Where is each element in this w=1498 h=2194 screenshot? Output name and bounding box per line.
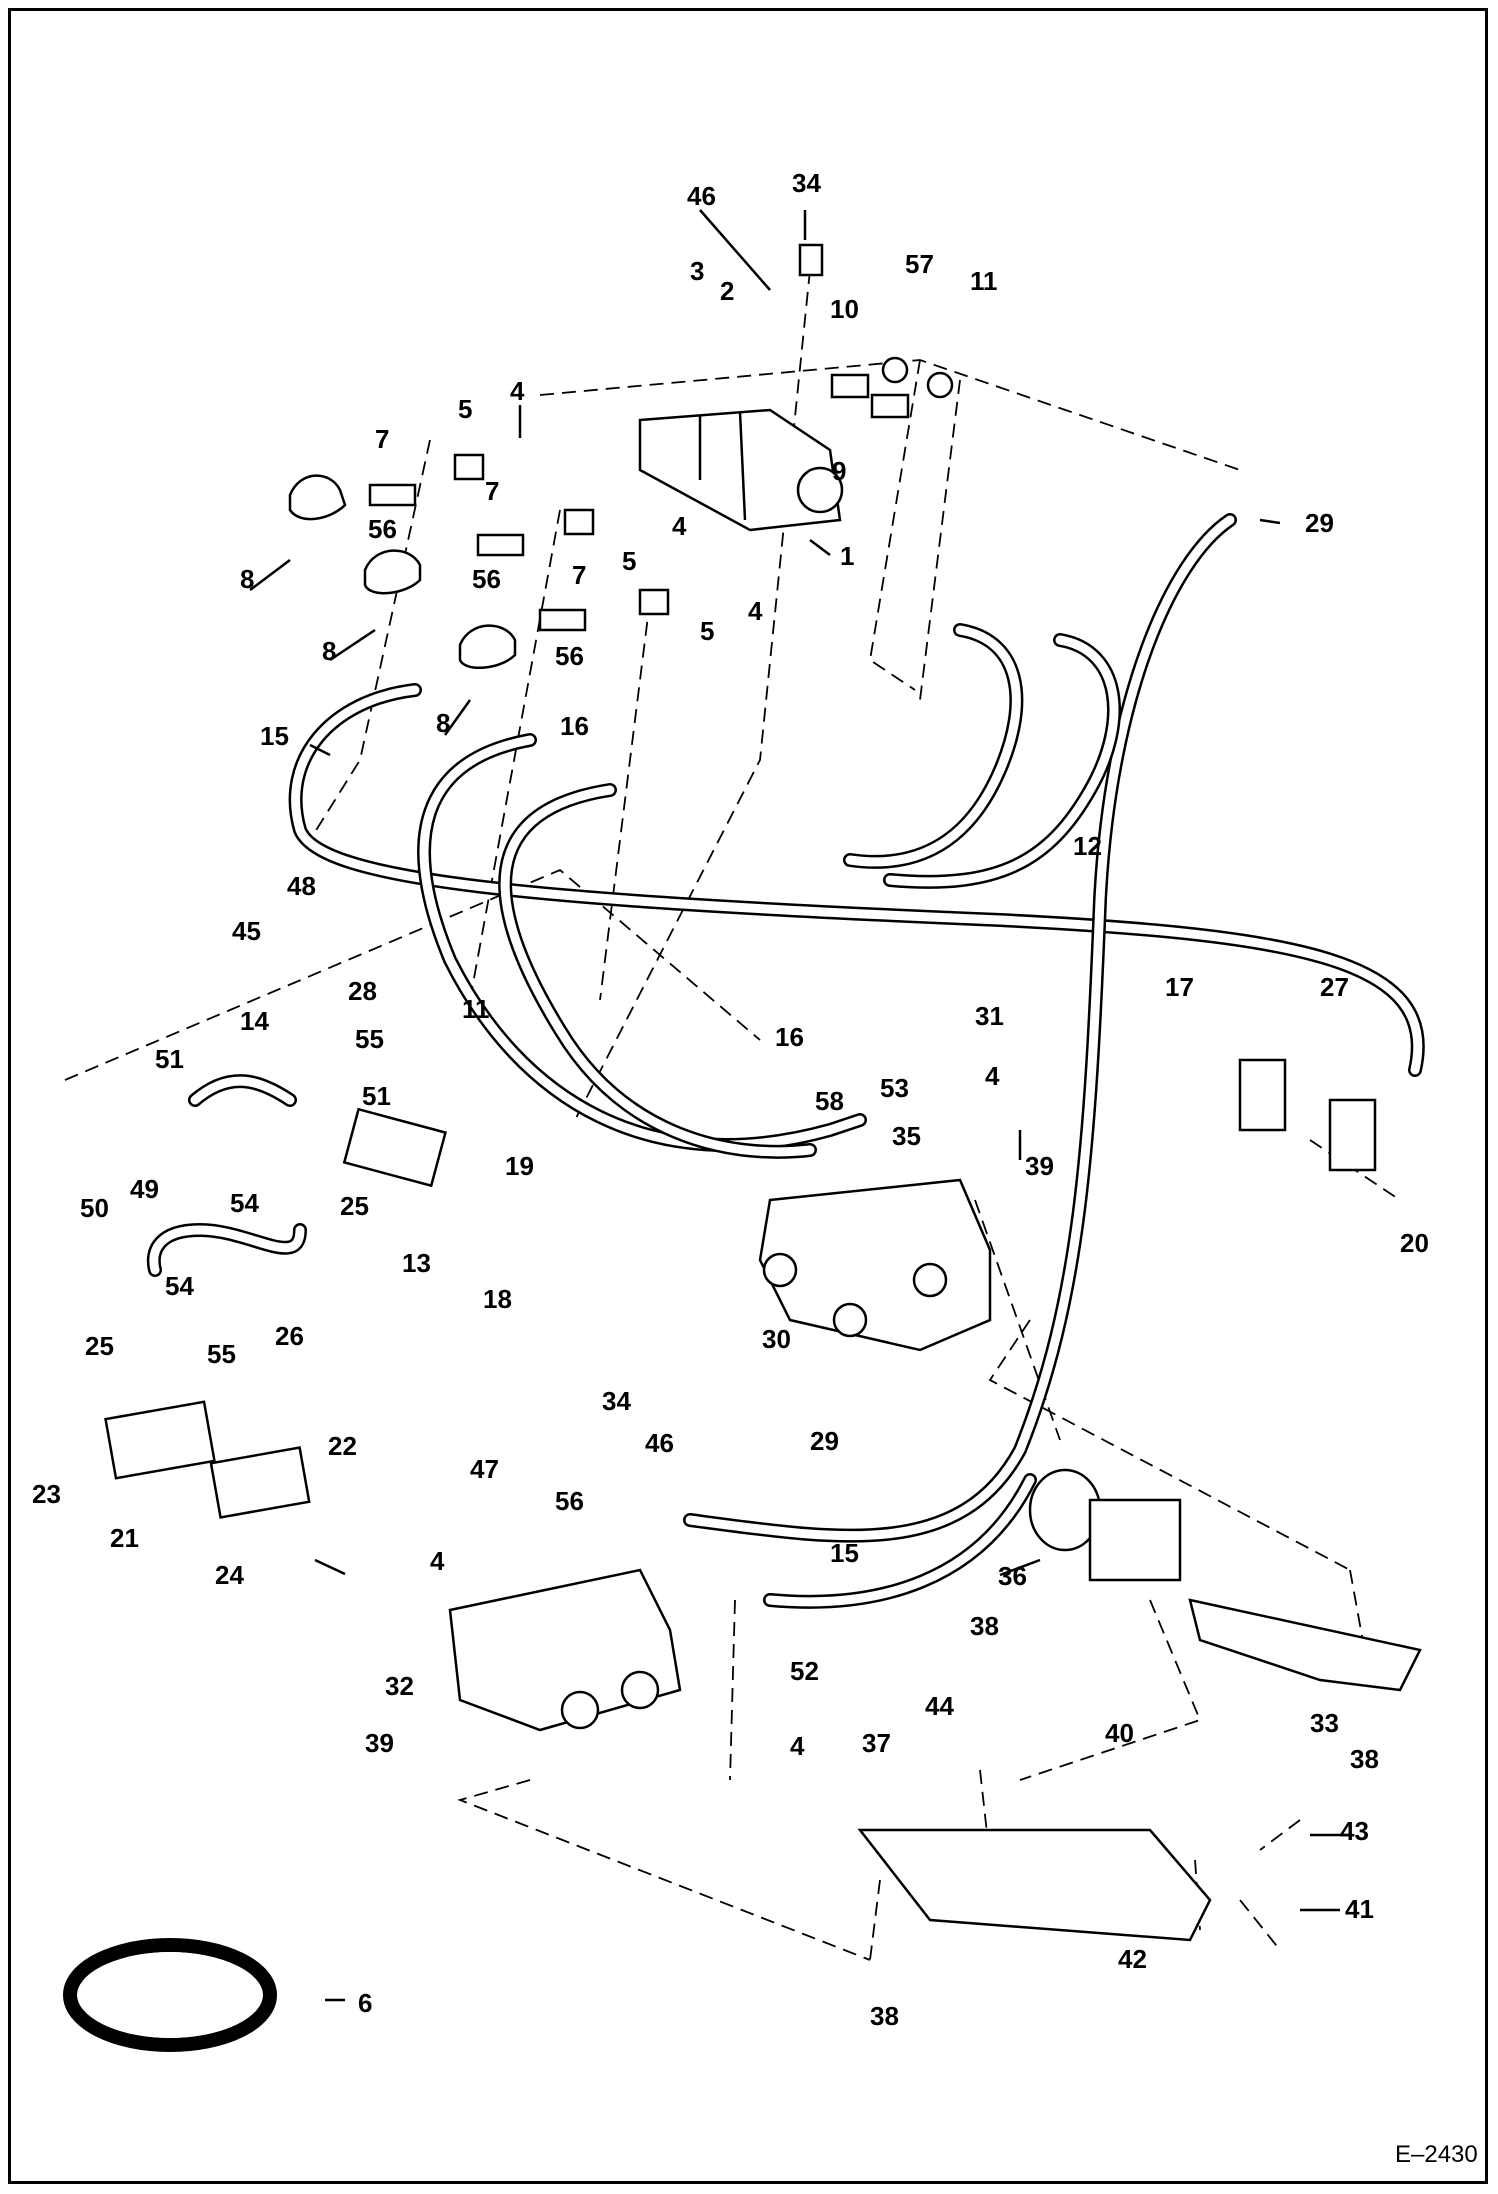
callout-51: 51 (362, 1081, 391, 1111)
callout-22: 22 (328, 1431, 357, 1461)
callout-45: 45 (232, 916, 261, 946)
callout-58: 58 (815, 1086, 844, 1116)
callout-29: 29 (810, 1426, 839, 1456)
callout-15: 15 (260, 721, 289, 751)
callout-52: 52 (790, 1656, 819, 1686)
callout-7: 7 (375, 424, 389, 454)
callout-32: 32 (385, 1671, 414, 1701)
callout-55: 55 (207, 1339, 236, 1369)
callout-54: 54 (230, 1188, 259, 1218)
callout-37: 37 (862, 1728, 891, 1758)
callout-5: 5 (458, 394, 472, 424)
callout-14: 14 (240, 1006, 269, 1036)
callout-4: 4 (985, 1061, 1000, 1091)
callout-9: 9 (832, 456, 846, 486)
callout-19: 19 (505, 1151, 534, 1181)
callout-4: 4 (748, 596, 763, 626)
callout-11: 11 (462, 994, 490, 1024)
callout-43: 43 (1340, 1816, 1369, 1846)
callout-7: 7 (572, 560, 586, 590)
callout-38: 38 (870, 2001, 899, 2031)
callout-6: 6 (358, 1988, 372, 2018)
callout-5: 5 (622, 546, 636, 576)
callout-10: 10 (830, 294, 859, 324)
callout-53: 53 (880, 1073, 909, 1103)
components (63, 243, 1422, 2052)
callout-25: 25 (85, 1331, 114, 1361)
callout-56: 56 (472, 564, 501, 594)
callout-49: 49 (130, 1174, 159, 1204)
callout-56: 56 (368, 514, 397, 544)
callout-40: 40 (1105, 1718, 1134, 1748)
callout-15: 15 (830, 1538, 859, 1568)
callout-5: 5 (700, 616, 714, 646)
callout-55: 55 (355, 1024, 384, 1054)
callout-13: 13 (402, 1248, 431, 1278)
callout-35: 35 (892, 1121, 921, 1151)
callout-labels: 1 2 3 4 4 4 4 4 4 5 5 5 6 7 7 7 8 8 8 9 … (32, 168, 1429, 2031)
callout-8: 8 (240, 564, 254, 594)
callout-30: 30 (762, 1324, 791, 1354)
callout-7: 7 (485, 476, 499, 506)
callout-21: 21 (110, 1523, 139, 1553)
callout-38: 38 (1350, 1744, 1379, 1774)
callout-4: 4 (672, 511, 687, 541)
callout-18: 18 (483, 1284, 512, 1314)
callout-33: 33 (1310, 1708, 1339, 1738)
callout-16: 16 (775, 1022, 804, 1052)
callout-12: 12 (1073, 831, 1102, 861)
callout-51: 51 (155, 1044, 184, 1074)
callout-4: 4 (430, 1546, 445, 1576)
callout-48: 48 (287, 871, 316, 901)
leader-lines (249, 209, 1350, 2002)
callout-28: 28 (348, 976, 377, 1006)
callout-39: 39 (365, 1728, 394, 1758)
callout-47: 47 (470, 1454, 499, 1484)
callout-46: 46 (687, 181, 716, 211)
callout-8: 8 (436, 708, 450, 738)
callout-26: 26 (275, 1321, 304, 1351)
callout-24: 24 (215, 1560, 244, 1590)
callout-46: 46 (645, 1428, 674, 1458)
callout-54: 54 (165, 1271, 194, 1301)
callout-23: 23 (32, 1479, 61, 1509)
callout-42: 42 (1118, 1944, 1147, 1974)
callout-31: 31 (975, 1001, 1004, 1031)
callout-41: 41 (1345, 1894, 1374, 1924)
callout-4: 4 (510, 376, 525, 406)
callout-39: 39 (1025, 1151, 1054, 1181)
callout-34: 34 (792, 168, 821, 198)
callout-3: 3 (690, 256, 704, 286)
callout-50: 50 (80, 1193, 109, 1223)
callout-44: 44 (925, 1691, 954, 1721)
hose-assemblies (146, 513, 1425, 1609)
callout-11: 11 (970, 266, 998, 296)
callout-56: 56 (555, 641, 584, 671)
callout-27: 27 (1320, 972, 1349, 1002)
callout-57: 57 (905, 249, 934, 279)
callout-34: 34 (602, 1386, 631, 1416)
callout-2: 2 (720, 276, 734, 306)
callout-29: 29 (1305, 508, 1334, 538)
callout-16: 16 (560, 711, 589, 741)
callout-4: 4 (790, 1731, 805, 1761)
callout-1: 1 (840, 541, 854, 571)
callout-38: 38 (970, 1611, 999, 1641)
callout-8: 8 (322, 636, 336, 666)
callout-20: 20 (1400, 1228, 1429, 1258)
callout-56: 56 (555, 1486, 584, 1516)
assembly-lines (64, 269, 1401, 1961)
callout-25: 25 (340, 1191, 369, 1221)
callout-17: 17 (1165, 972, 1194, 1002)
drawing-reference: E–2430 (1395, 2141, 1478, 2168)
